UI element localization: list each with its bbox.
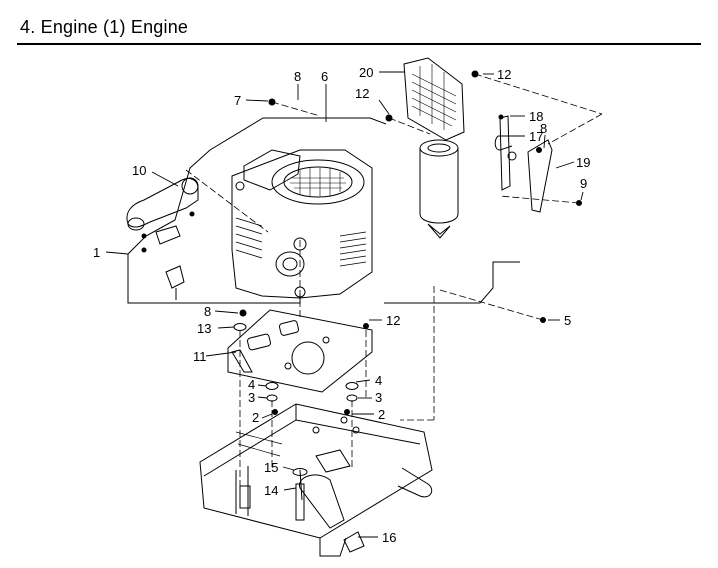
- engine-block: [231, 149, 373, 299]
- callout-14: 14: [264, 483, 278, 498]
- valve-part: [343, 531, 365, 553]
- frame-assembly: [199, 403, 433, 557]
- flywheel-shroud: [271, 159, 365, 205]
- title-rule: [17, 43, 701, 45]
- engine-assembly: [127, 117, 520, 304]
- callout-2: 2: [252, 410, 259, 425]
- assembly-boundary-line: [384, 261, 520, 304]
- callout-11: 11: [193, 349, 207, 364]
- page-header: 4. Engine (1) Engine: [0, 0, 718, 46]
- assembly-boundary-line: [127, 254, 301, 304]
- callout-17: 17: [529, 129, 543, 144]
- assembly-boundary-line: [127, 117, 387, 255]
- callout-3: 3: [248, 390, 255, 405]
- oil-filter: [275, 251, 305, 277]
- callout-1: 1: [93, 245, 100, 260]
- callout-6: 6: [321, 69, 328, 84]
- tube-part: [295, 483, 305, 521]
- oil-filter-cap: [282, 257, 298, 271]
- fitting: [235, 181, 245, 191]
- callout-5: 5: [564, 313, 571, 328]
- cooling-fins: [235, 217, 367, 267]
- screen-grid: [290, 168, 346, 196]
- air-cleaner-cover: [403, 57, 465, 141]
- callout-10: 10: [132, 163, 146, 178]
- callout-18: 18: [529, 109, 543, 124]
- callout-12: 12: [497, 67, 511, 82]
- callout-labels: 1 2 2 3 3 4 4 5 6 7 8 8 8 9 10 11 12 12 …: [93, 65, 590, 545]
- valve-cover: [243, 149, 301, 191]
- callout-8: 8: [294, 69, 301, 84]
- muffler-part: [126, 177, 199, 300]
- callout-7: 7: [234, 93, 241, 108]
- callout-2: 2: [378, 407, 385, 422]
- page-title: 4. Engine (1) Engine: [20, 17, 189, 37]
- air-cleaner: [419, 139, 459, 239]
- callout-16: 16: [382, 530, 396, 545]
- callout-15: 15: [264, 460, 278, 475]
- callout-3: 3: [375, 390, 382, 405]
- callout-20: 20: [359, 65, 373, 80]
- callout-12: 12: [386, 313, 400, 328]
- callout-19: 19: [576, 155, 590, 170]
- callout-8: 8: [540, 121, 547, 136]
- callout-9: 9: [580, 176, 587, 191]
- callout-8: 8: [204, 304, 211, 319]
- callout-4: 4: [248, 377, 255, 392]
- callout-13: 13: [197, 321, 211, 336]
- callout-12: 12: [355, 86, 369, 101]
- assembly-dash-lines: [185, 73, 603, 510]
- callout-4: 4: [375, 373, 382, 388]
- callout-leaders: [105, 71, 584, 538]
- flywheel-screen: [283, 166, 353, 198]
